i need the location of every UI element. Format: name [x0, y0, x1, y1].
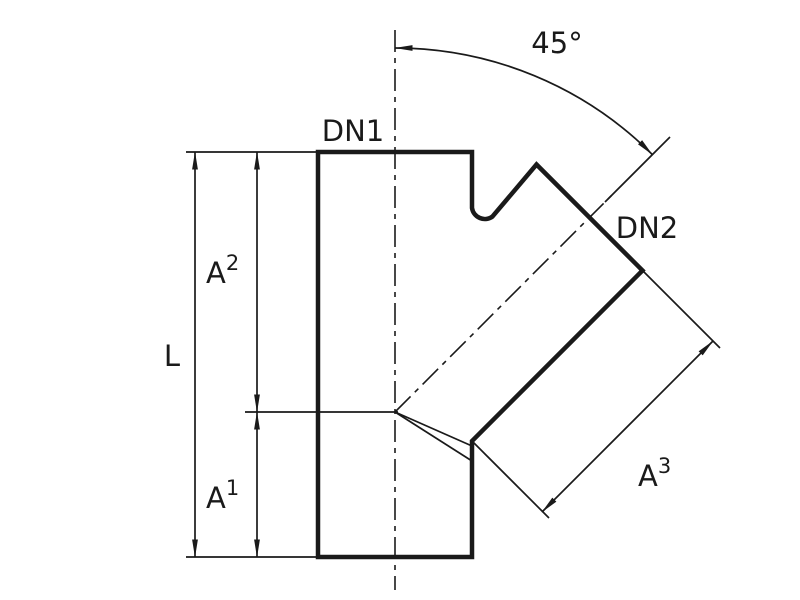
- a1-label: A1: [206, 476, 239, 515]
- branch-intersection-line-lower: [394, 411, 473, 462]
- a3-label: A3: [638, 454, 671, 493]
- branch-axis-centerline: [394, 194, 613, 413]
- a3-label-superscript: 3: [658, 454, 671, 478]
- dimension-line-A3: [541, 340, 714, 513]
- angle-dimension-arc: [394, 45, 654, 156]
- a2-label-superscript: 2: [226, 251, 239, 275]
- a3-label-base: A: [638, 459, 658, 493]
- angle-label: 45°: [531, 26, 582, 60]
- a2-label: A2: [206, 251, 239, 290]
- a2-label-base: A: [206, 256, 226, 290]
- fitting-body-outline: [315, 149, 646, 560]
- branch-axis-extension-line: [604, 136, 671, 203]
- branch-intersection-line-upper: [394, 411, 473, 447]
- length-label: L: [164, 339, 180, 373]
- dn2-label: DN2: [616, 211, 678, 245]
- a1-label-superscript: 1: [226, 476, 239, 500]
- extension-line-a3-lower: [471, 440, 550, 519]
- a1-label-base: A: [206, 481, 226, 515]
- dn1-label: DN1: [322, 114, 384, 148]
- extension-line-a3-upper: [641, 269, 721, 349]
